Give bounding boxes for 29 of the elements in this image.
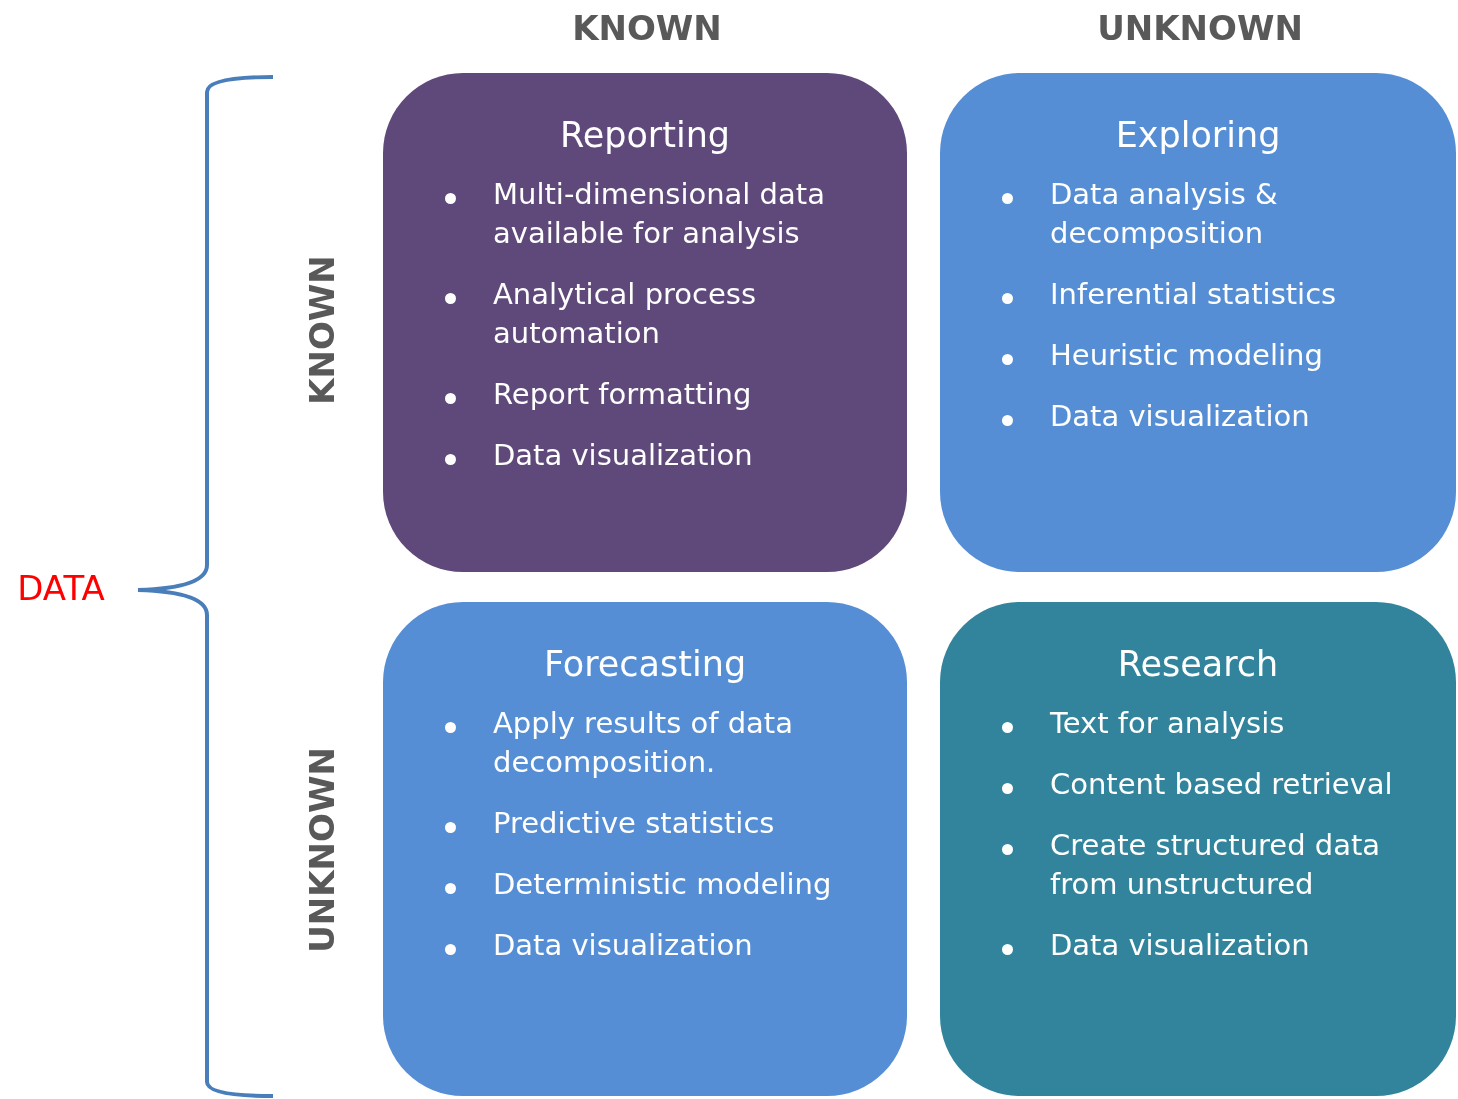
list-item: Data visualization [1050,927,1310,964]
quadrant-card [940,73,1456,572]
list-item: Data visualization [493,437,753,474]
list-item: Data visualization [1050,398,1310,435]
list-item: Inferential statistics [1050,276,1337,313]
list-item: Deterministic modeling [493,866,832,903]
card-heading: Exploring [1115,115,1281,155]
quadrant-card [383,602,907,1096]
list-item: Content based retrieval [1050,766,1393,803]
list-item: Data visualization [493,927,753,964]
column-header: KNOWN [572,8,722,48]
list-item: Data analysis & decomposition [1050,176,1279,252]
list-item: Multi-dimensional data available for analysis [493,176,826,252]
list-item: Heuristic modeling [1050,337,1323,374]
list-item: Apply results of data decomposition. [493,705,794,781]
list-item: Predictive statistics [493,805,775,842]
axis-label: DATA [17,568,105,608]
list-item: Create structured data from unstructured [1050,827,1382,903]
quadrant-card [940,602,1456,1096]
row-header: UNKNOWN [302,747,342,953]
card-heading: Research [1117,644,1279,684]
card-heading: Forecasting [543,644,747,684]
list-item: Analytical process automation [493,276,758,352]
quadrant-card [383,73,907,572]
list-item: Report formatting [493,376,752,413]
column-header: UNKNOWN [1097,8,1303,48]
list-item: Text for analysis [1050,705,1285,742]
row-header: KNOWN [302,255,342,405]
card-heading: Reporting [559,115,731,155]
